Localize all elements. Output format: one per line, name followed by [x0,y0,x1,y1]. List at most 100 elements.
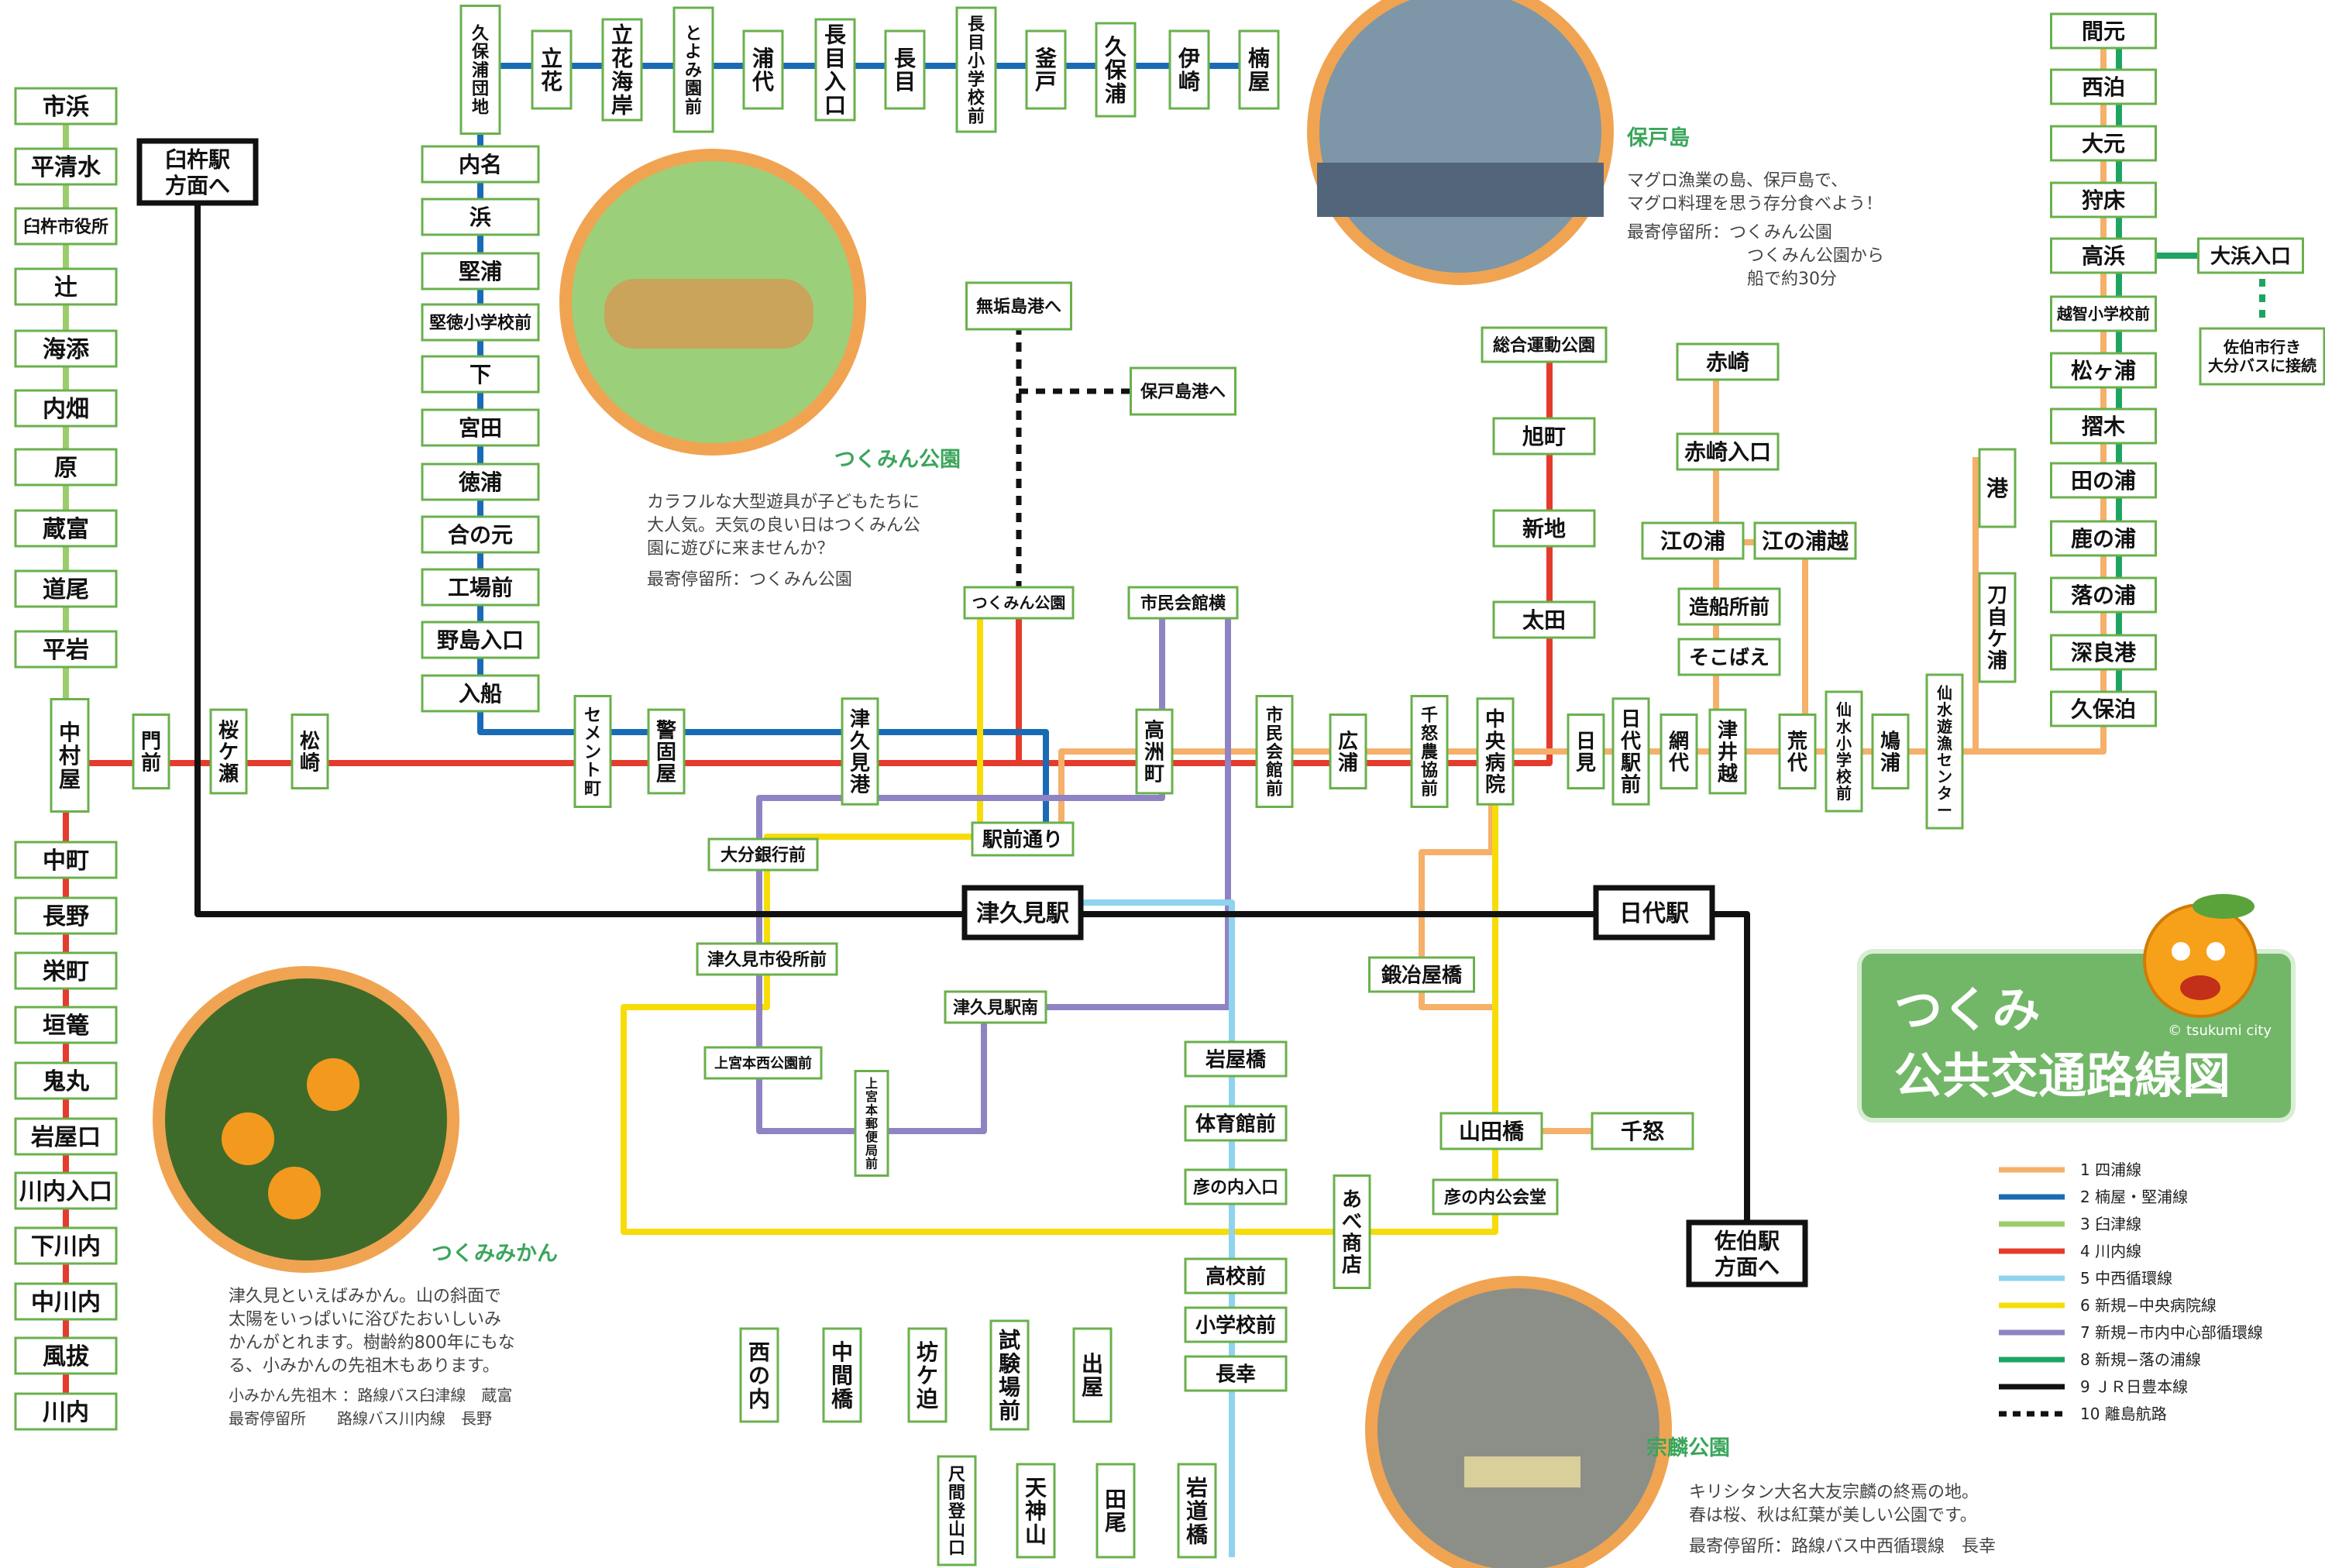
stop-合の元[interactable]: 合の元 [421,515,540,554]
stop-風拔[interactable]: 風拔 [14,1336,118,1375]
stop-大元[interactable]: 大元 [2050,125,2157,162]
stop-akasaki[interactable]: 赤崎 [1676,342,1780,381]
stop-sokobae[interactable]: そこばえ [1677,638,1781,676]
stop-sogo-undo[interactable]: 総合運動公園 [1481,326,1608,363]
stop-ota[interactable]: 太田 [1492,600,1596,639]
stop-坊ケ迫[interactable]: 坊ケ迫 [907,1327,948,1423]
stop-栄町[interactable]: 栄町 [14,951,118,990]
stop-鬼丸[interactable]: 鬼丸 [14,1061,118,1100]
stop-浜[interactable]: 浜 [421,198,540,236]
stop-鹿の浦[interactable]: 鹿の浦 [2050,520,2157,557]
ferry-hotojima[interactable]: 保戸島港へ [1130,366,1236,416]
stop-小学校前[interactable]: 小学校前 [1184,1306,1288,1343]
stop-平岩[interactable]: 平岩 [14,630,118,669]
stop-田の浦[interactable]: 田の浦 [2050,462,2157,499]
stop-荒代[interactable]: 荒代 [1778,714,1817,789]
stop-岩道橋[interactable]: 岩道橋 [1177,1463,1217,1559]
stop-岩屋口[interactable]: 岩屋口 [14,1117,118,1156]
stop-工場前[interactable]: 工場前 [421,568,540,607]
stop-野島入口[interactable]: 野島入口 [421,621,540,659]
stop-垣篭[interactable]: 垣篭 [14,1006,118,1044]
stop-市浜[interactable]: 市浜 [14,87,118,126]
stop-下川内[interactable]: 下川内 [14,1226,118,1265]
stop-shiyakusho[interactable]: 津久見市役所前 [696,942,838,976]
stop-高浜[interactable]: 高浜 [2050,237,2157,274]
stop-岩屋橋[interactable]: 岩屋橋 [1184,1040,1288,1078]
stop-徳浦[interactable]: 徳浦 [421,462,540,501]
stop-原[interactable]: 原 [14,448,118,487]
stop-中川内[interactable]: 中川内 [14,1282,118,1321]
stop-hikonouchi-kominkan[interactable]: 彦の内公会堂 [1432,1178,1559,1216]
stop-落の浦[interactable]: 落の浦 [2050,576,2157,614]
stop-鳩浦[interactable]: 鳩浦 [1871,714,1910,789]
ferry-mukaijima[interactable]: 無垢島港へ [965,281,1072,331]
stop-臼杵市役所[interactable]: 臼杵市役所 [14,207,118,246]
stop-ohama-iriguchi[interactable]: 大浜入口 [2197,237,2304,274]
hishiro-station[interactable]: 日代駅 [1593,885,1715,940]
stop-yamadabashi[interactable]: 山田橋 [1439,1112,1543,1150]
stop-akasaki-iriguchi[interactable]: 赤崎入口 [1676,432,1780,471]
stop-eki-minami[interactable]: 津久見駅南 [944,990,1047,1024]
stop-辻[interactable]: 辻 [14,267,118,306]
stop-下[interactable]: 下 [421,355,540,394]
stop-長目[interactable]: 長目 [884,29,926,110]
stop-oita-ginko[interactable]: 大分銀行前 [707,837,819,872]
stop-enoura[interactable]: 江の浦 [1641,521,1745,560]
stop-堅徳小学校前[interactable]: 堅徳小学校前 [421,303,540,342]
stop-松ヶ浦[interactable]: 松ヶ浦 [2050,352,2157,389]
stop-摺木[interactable]: 摺木 [2050,407,2157,445]
stop-長野[interactable]: 長野 [14,896,118,935]
stop-道尾[interactable]: 道尾 [14,569,118,608]
stop-彦の内入口[interactable]: 彦の内入口 [1184,1168,1288,1205]
stop-長幸[interactable]: 長幸 [1184,1355,1288,1392]
stop-楠屋[interactable]: 楠屋 [1238,29,1280,110]
stop-久保泊[interactable]: 久保泊 [2050,690,2157,727]
stop-越智小学校前[interactable]: 越智小学校前 [2050,295,2157,332]
stop-高洲町[interactable]: 高洲町 [1135,708,1174,795]
stop-狩床[interactable]: 狩床 [2050,181,2157,218]
stop-伊崎[interactable]: 伊崎 [1168,29,1210,110]
stop-津井越[interactable]: 津井越 [1708,708,1747,795]
stop-内畑[interactable]: 内畑 [14,389,118,428]
stop-内名[interactable]: 内名 [421,145,540,184]
stop-chinu[interactable]: 千怒 [1591,1112,1694,1150]
stop-西泊[interactable]: 西泊 [2050,68,2157,105]
stop-tsukumin-park[interactable]: つくみん公園 [963,586,1075,620]
stop-松崎[interactable]: 松崎 [291,714,329,789]
stop-kajiyabashi[interactable]: 鍛冶屋橋 [1368,956,1475,993]
stop-天神山[interactable]: 天神山 [1016,1463,1056,1559]
stop-高校前[interactable]: 高校前 [1184,1257,1288,1295]
stop-asahimachi[interactable]: 旭町 [1492,417,1596,456]
stop-minato[interactable]: 港 [1978,448,2017,528]
stop-中間橋[interactable]: 中間橋 [822,1327,862,1423]
stop-田尾[interactable]: 田尾 [1095,1463,1136,1559]
stop-堅浦[interactable]: 堅浦 [421,252,540,291]
stop-網代[interactable]: 網代 [1659,714,1698,789]
stop-kamimiyamoto-nishi[interactable]: 上宮本西公園前 [703,1046,823,1080]
stop-海添[interactable]: 海添 [14,329,118,368]
stop-浦代[interactable]: 浦代 [742,29,784,110]
stop-shimin-kaikan-yoko[interactable]: 市民会館横 [1127,586,1239,620]
stop-体育館前[interactable]: 体育館前 [1184,1105,1288,1142]
stop-出屋[interactable]: 出屋 [1072,1327,1113,1423]
stop-川内[interactable]: 川内 [14,1392,118,1431]
stop-平清水[interactable]: 平清水 [14,147,118,186]
stop-立花[interactable]: 立花 [531,29,573,110]
stop-中村屋[interactable]: 中村屋 [50,698,90,813]
